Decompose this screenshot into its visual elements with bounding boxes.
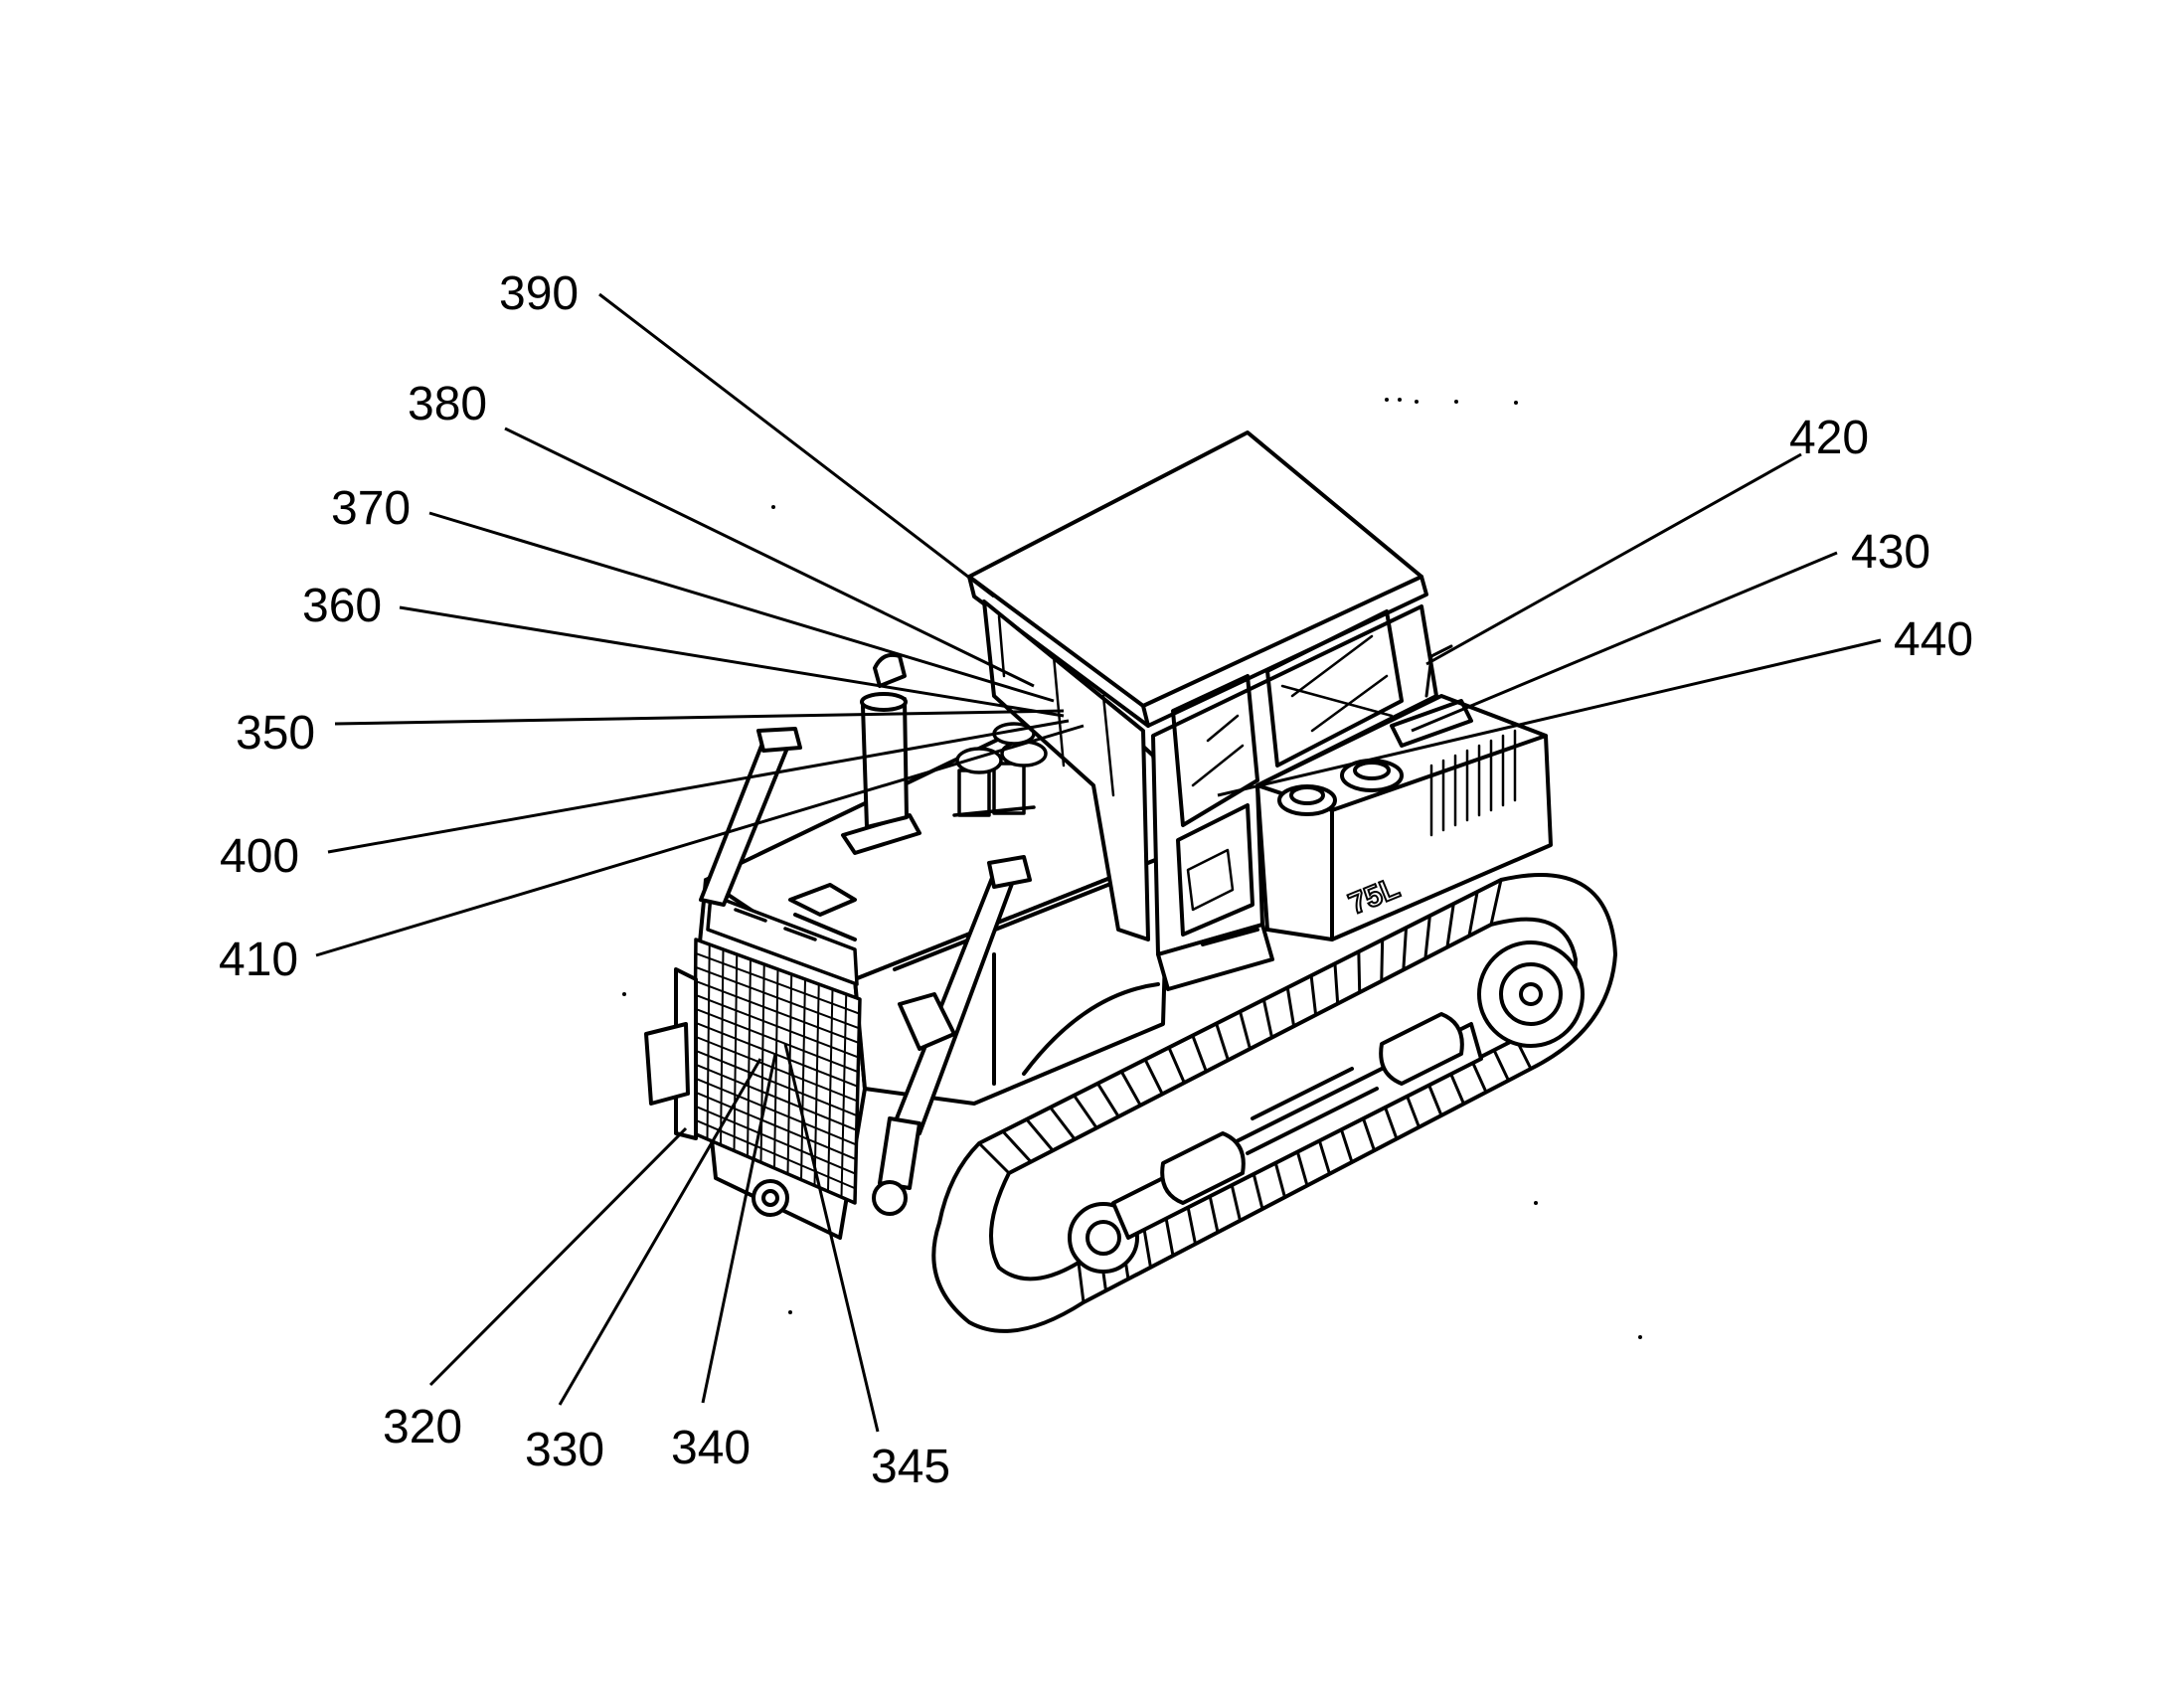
grouser: [1380, 938, 1385, 983]
radiator-grille: [692, 893, 862, 1205]
grille-mesh: [693, 943, 861, 1199]
grouser: [1164, 1216, 1175, 1258]
operator-cab: [967, 430, 1438, 991]
grouser: [1333, 961, 1340, 1006]
grouser: [1142, 1227, 1152, 1270]
blade-push-arms: [644, 727, 1032, 1217]
grouser: [1215, 1022, 1230, 1062]
grille-bar: [693, 1049, 859, 1117]
grouser: [1273, 1160, 1286, 1199]
grouser: [1317, 1137, 1331, 1176]
grouser: [1445, 902, 1455, 949]
grille-bar: [693, 1063, 858, 1131]
ref-350: 350: [236, 707, 316, 760]
grouser: [1339, 1126, 1354, 1164]
ref-360: 360: [302, 580, 383, 632]
grille-bar: [694, 951, 861, 1015]
grouser: [1025, 1117, 1055, 1152]
grouser: [1072, 1094, 1098, 1130]
grouser: [1489, 878, 1503, 927]
grouser: [1077, 1261, 1086, 1304]
ref-430: 430: [1851, 526, 1931, 579]
grouser: [1001, 1129, 1033, 1164]
ref-440: 440: [1894, 613, 1974, 666]
grouser: [1361, 1115, 1376, 1152]
grille-bar: [694, 965, 861, 1030]
ref-420: 420: [1789, 412, 1870, 464]
grouser: [1405, 1093, 1421, 1129]
grouser: [1357, 949, 1362, 994]
grouser: [1309, 973, 1318, 1017]
grouser: [1295, 1149, 1309, 1187]
grouser: [1119, 1070, 1142, 1108]
grille-bar: [693, 1118, 857, 1190]
grouser: [1143, 1058, 1164, 1096]
grouser: [1252, 1171, 1264, 1211]
grouser: [1383, 1105, 1399, 1140]
grille-bar: [694, 979, 860, 1044]
grouser: [1423, 914, 1431, 960]
ref-370: 370: [331, 482, 412, 535]
ref-345: 345: [871, 1441, 951, 1493]
ref-400: 400: [220, 830, 300, 883]
grille-bar: [693, 1105, 857, 1175]
grouser: [977, 1141, 1011, 1175]
ref-410: 410: [219, 934, 299, 986]
grouser: [1467, 890, 1479, 938]
grouser: [1095, 1082, 1120, 1118]
grouser: [1239, 1010, 1252, 1051]
grouser: [1049, 1106, 1077, 1141]
leader-lines: [315, 292, 1882, 1433]
grouser: [1448, 1071, 1465, 1106]
grouser: [1261, 997, 1274, 1040]
grouser: [1470, 1060, 1488, 1094]
grouser: [1426, 1082, 1443, 1117]
grouser: [1167, 1046, 1186, 1085]
exhaust-stack: [841, 652, 921, 855]
grouser: [1208, 1194, 1220, 1234]
rear-vent-louvers: [1429, 729, 1517, 837]
grouser: [1492, 1048, 1510, 1083]
grouser: [1191, 1034, 1208, 1074]
grouser: [1285, 985, 1296, 1028]
grille-bar: [693, 1091, 858, 1161]
ref-340: 340: [671, 1422, 752, 1474]
grouser: [1230, 1182, 1242, 1223]
grille-bar: [694, 993, 860, 1059]
rear-compartment: [1255, 644, 1553, 941]
ref-380: 380: [408, 378, 488, 430]
grille-bar: [694, 1007, 860, 1074]
grouser: [1186, 1205, 1197, 1246]
crawler-track: [931, 873, 1617, 1333]
ref-330: 330: [525, 1424, 605, 1476]
ref-390: 390: [499, 267, 580, 320]
grille-bar: [694, 1035, 859, 1103]
grille-bar: [693, 1077, 858, 1146]
scan-artifacts: [622, 398, 1642, 1339]
grouser: [1402, 926, 1409, 971]
ref-320: 320: [383, 1401, 463, 1453]
